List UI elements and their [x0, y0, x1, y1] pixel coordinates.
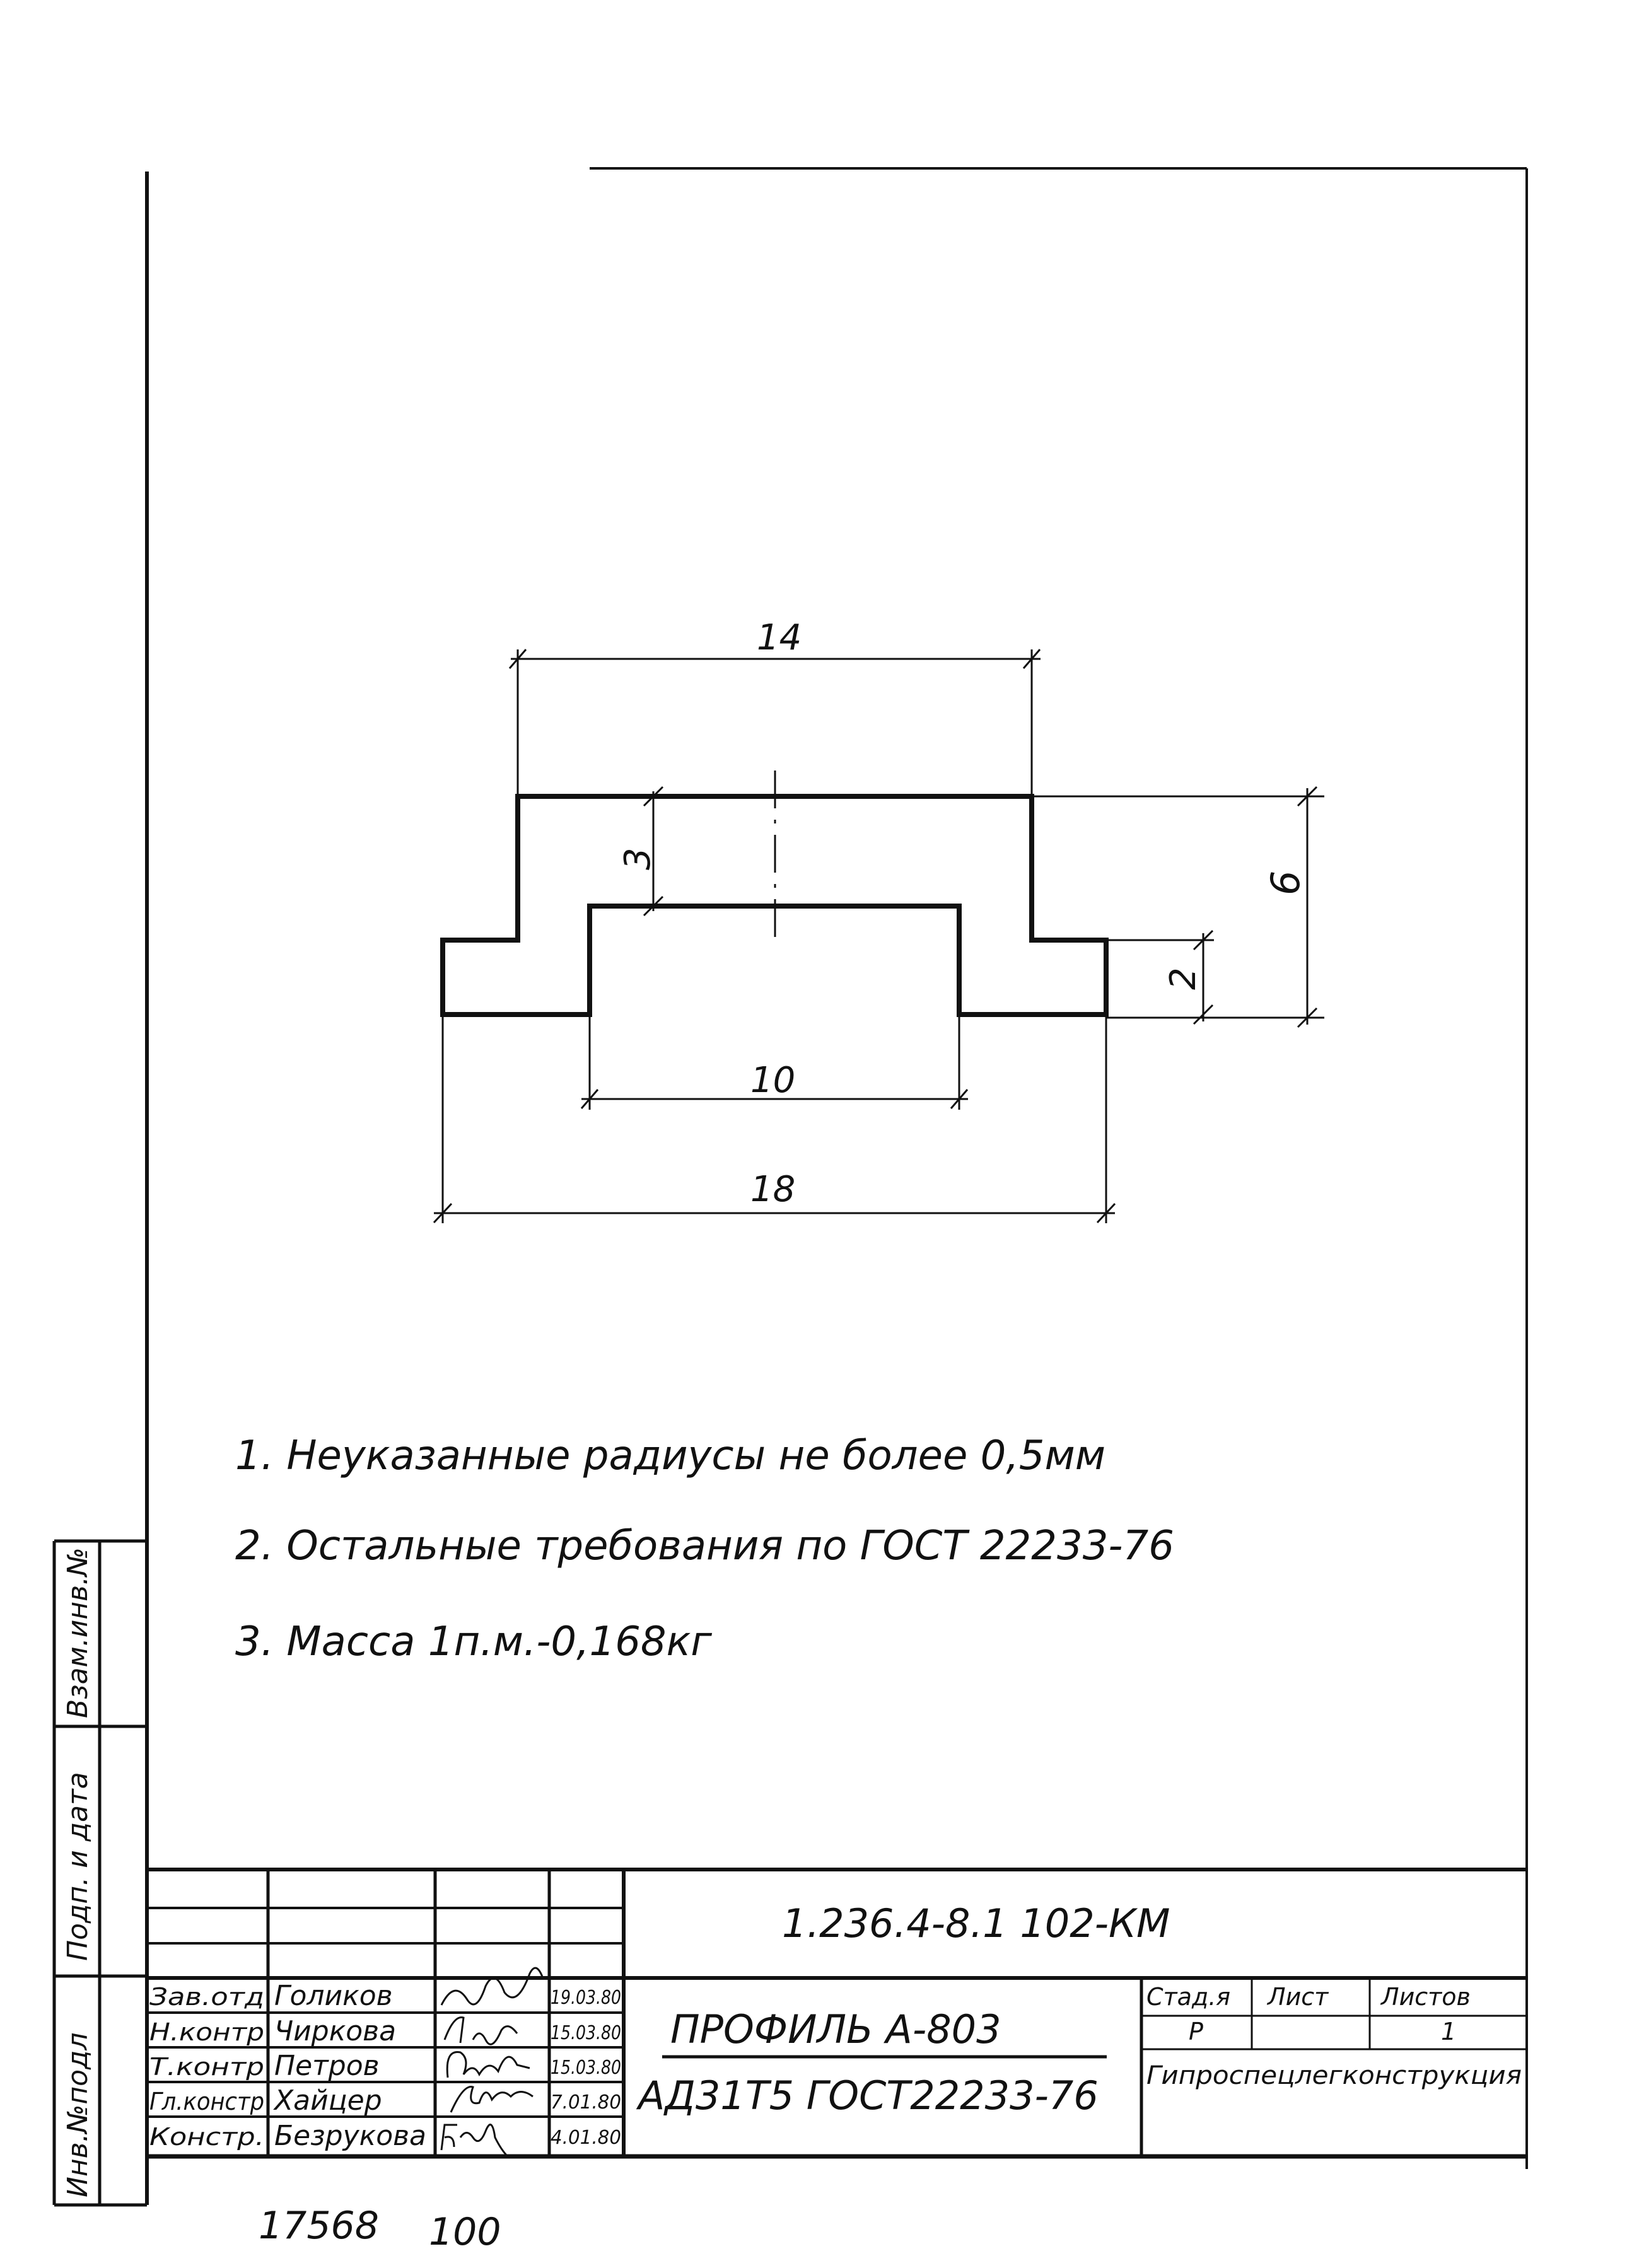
signature [440, 2124, 509, 2158]
sheets-value: 1 [1441, 2018, 1456, 2045]
signer-row: Гл.констр Хайцер 7.01.80 [149, 2085, 621, 2117]
title-block-grid [147, 1868, 1527, 2159]
signer-row: Зав.отд Голиков 19.03.80 [149, 1967, 621, 2012]
signer-date: 15.03.80 [551, 2057, 621, 2079]
sheet-frame [145, 167, 1528, 2205]
dim-label-2: 2 [1163, 967, 1204, 990]
sheets-label: Листов [1380, 1983, 1471, 2011]
signer-date: 19.03.80 [551, 1987, 621, 2009]
note-1: 1. Неуказанные радиусы не более 0,5мм [235, 1433, 1105, 1479]
sheet-label: Лист [1266, 1983, 1329, 2011]
dimension-lines [433, 649, 1324, 1224]
signer-name: Хайцер [273, 2085, 382, 2117]
dim-label-6: 6 [1263, 871, 1309, 895]
signer-date: 7.01.80 [551, 2091, 621, 2114]
signer-row: Н.контр Чиркова 15.03.80 [149, 2015, 621, 2047]
side-stamp [52, 1539, 147, 2207]
note-3: 3. Масса 1п.м.-0,168кг [235, 1619, 712, 1665]
organization: Гипроспецлегконструкция [1146, 2061, 1522, 2090]
dim-label-3: 3 [617, 847, 658, 870]
signer-role: Н.контр [149, 2018, 264, 2046]
signer-row: Т.контр Петров 15.03.80 [149, 2050, 621, 2082]
side-label-replaced-inv: Взам.инв.№ [62, 1547, 94, 1718]
signature [446, 2051, 530, 2078]
document-code: 1.236.4-8.1 102-КМ [782, 1900, 1170, 1946]
signer-role: Т.контр [149, 2053, 264, 2081]
signer-name: Голиков [274, 1980, 393, 2012]
material-spec: АД31Т5 ГОСТ22233-76 [636, 2073, 1099, 2119]
signer-role: Констр. [149, 2123, 264, 2151]
signer-name: Безрукова [274, 2120, 426, 2152]
stage-label: Стад.я [1146, 1983, 1230, 2011]
signature [443, 2016, 518, 2045]
side-label-sign-date: Подп. и дата [62, 1772, 94, 1961]
footer-number-left: 17568 [259, 2204, 379, 2248]
side-label-orig-inv: Инв.№подл [62, 2032, 94, 2197]
stage-value: Р [1189, 2018, 1203, 2045]
signer-name: Петров [274, 2050, 380, 2082]
dim-label-18: 18 [750, 1169, 795, 1210]
drawing-title: ПРОФИЛЬ А-803 [670, 2006, 1001, 2052]
signature [440, 1967, 544, 2006]
signer-role: Гл.констр [149, 2088, 264, 2115]
dim-label-14: 14 [757, 617, 802, 658]
signer-date: 15.03.80 [551, 2022, 621, 2044]
signer-date: 4.01.80 [551, 2127, 621, 2149]
signer-name: Чиркова [274, 2015, 396, 2047]
dim-label-10: 10 [750, 1060, 795, 1101]
signature [450, 2086, 534, 2113]
signer-role: Зав.отд [149, 1983, 264, 2011]
note-2: 2. Остальные требования по ГОСТ 22233-76 [235, 1523, 1174, 1569]
footer-number-right: 100 [429, 2210, 501, 2254]
signer-row: Констр. Безрукова 4.01.80 [149, 2120, 621, 2158]
